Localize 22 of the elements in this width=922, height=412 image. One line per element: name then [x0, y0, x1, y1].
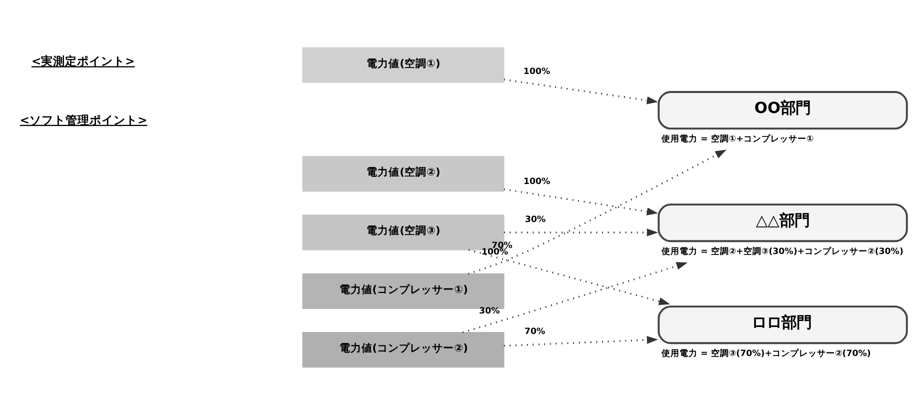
edge-label: 30% [525, 214, 546, 225]
edge-label: 30% [479, 306, 500, 316]
label: <実測定ポイント> [31, 54, 135, 68]
arrow [504, 336, 658, 346]
node-label: 使用電力 = 空調②+空調③(30%)+コンプレッサー②(30%) [662, 246, 904, 256]
label: <ソフト管理ポイント> [20, 112, 148, 126]
arrow [468, 149, 726, 274]
node-box: 電力値(空調②) [302, 156, 504, 192]
arrow [468, 248, 670, 305]
node-box: 電力値(空調①) [302, 46, 504, 82]
arrow [504, 228, 658, 236]
edge-label: 70% [524, 326, 546, 337]
edge-label: 100% [523, 66, 550, 76]
node-box: 電力値(コンプレッサー①) [302, 272, 504, 308]
node-label: 使用電力 = 空調①+コンプレッサー① [662, 134, 814, 144]
arrow [462, 262, 688, 333]
edge-label: 100% [482, 246, 508, 257]
node-box: 電力値(コンプレッサー②) [302, 332, 504, 368]
arrow [504, 188, 658, 215]
node-label: 使用電力 = 空調③(70%)+コンプレッサー②(70%) [662, 348, 871, 358]
arrow [504, 78, 658, 104]
edge-label: 100% [524, 176, 550, 186]
